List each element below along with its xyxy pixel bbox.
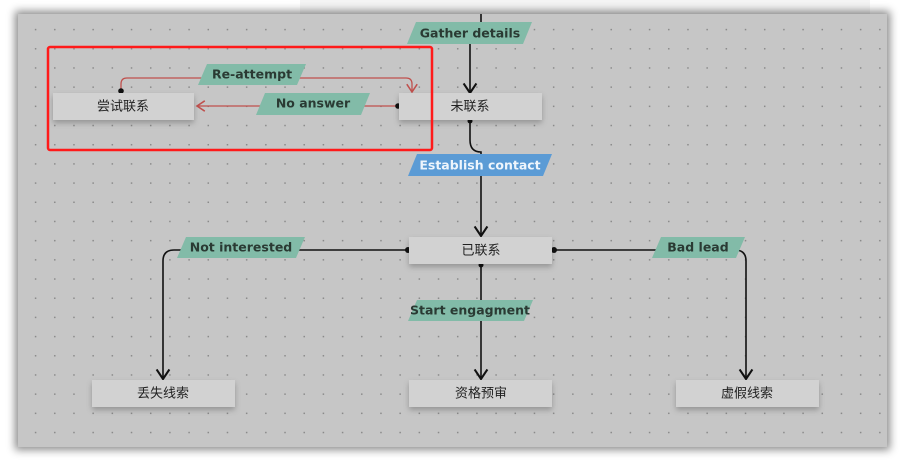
label-bad-lead[interactable]: Bad lead [652, 237, 745, 258]
svg-text:Re-attempt: Re-attempt [212, 67, 292, 82]
edge-gather-details[interactable] [470, 14, 481, 93]
label-re-attempt[interactable]: Re-attempt [198, 64, 306, 85]
svg-text:尝试联系: 尝试联系 [97, 100, 149, 115]
node-prequalify[interactable]: 资格预审 [409, 380, 552, 407]
svg-text:未联系: 未联系 [450, 100, 489, 115]
node-uncontacted[interactable]: 未联系 [399, 93, 542, 120]
node-lost-lead[interactable]: 丢失线索 [92, 380, 235, 407]
svg-text:Start engagment: Start engagment [410, 303, 530, 318]
svg-text:资格预审: 资格预审 [455, 386, 507, 402]
label-no-answer[interactable]: No answer [256, 93, 370, 115]
label-start-engagement[interactable]: Start engagment [408, 300, 533, 321]
highlight-box [46, 45, 434, 152]
svg-text:已联系: 已联系 [461, 244, 500, 259]
svg-text:丢失线索: 丢失线索 [137, 387, 189, 402]
svg-text:虚假线索: 虚假线索 [721, 387, 773, 402]
node-fake-lead[interactable]: 虚假线索 [676, 380, 819, 407]
svg-text:Not interested: Not interested [190, 240, 293, 255]
svg-text:No answer: No answer [276, 96, 351, 111]
label-gather-details[interactable]: Gather details [407, 22, 532, 44]
label-establish-contact[interactable]: Establish contact [408, 154, 552, 176]
edge-not-interested[interactable] [155, 249, 408, 381]
svg-text:Establish contact: Establish contact [419, 158, 540, 173]
node-attempt-contact[interactable]: 尝试联系 [53, 93, 194, 120]
edge-establish-contact[interactable] [469, 122, 489, 238]
label-not-interested[interactable]: Not interested [177, 237, 305, 258]
top-strip [300, 0, 870, 14]
node-contacted[interactable]: 已联系 [409, 237, 552, 264]
svg-text:Gather details: Gather details [420, 26, 520, 41]
svg-text:Bad lead: Bad lead [667, 240, 728, 255]
edge-bad-lead[interactable] [554, 249, 754, 381]
